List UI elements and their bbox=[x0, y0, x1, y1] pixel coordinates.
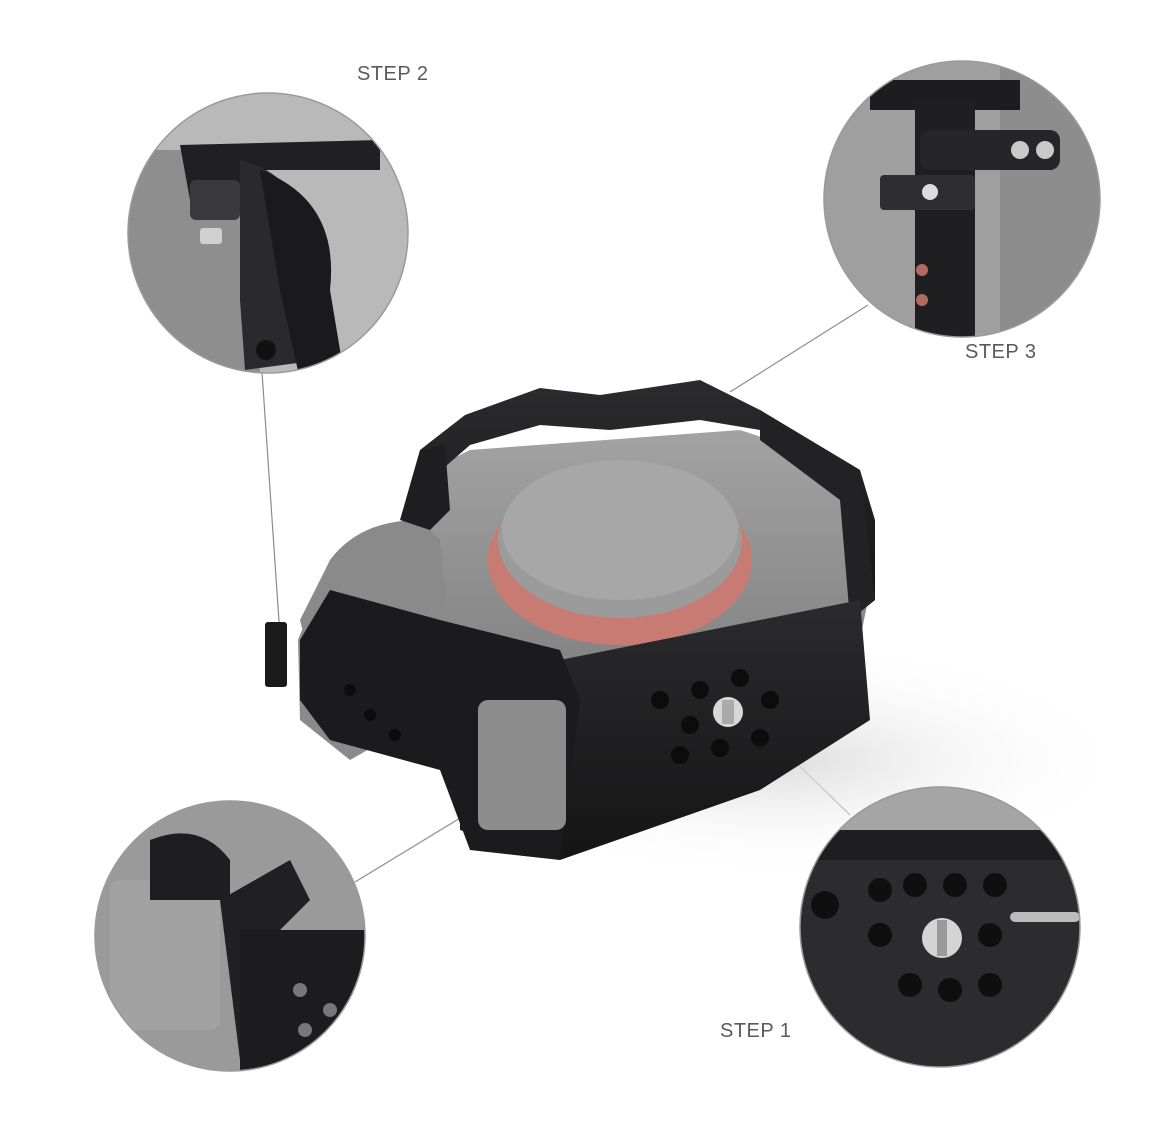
camera-cage-main bbox=[265, 380, 875, 860]
mounting-holes bbox=[344, 669, 779, 764]
step-2-label: STEP 2 bbox=[357, 63, 429, 85]
cage-left-upright bbox=[400, 445, 450, 530]
callout-step-2 bbox=[127, 92, 409, 374]
callout-battery-door bbox=[94, 800, 366, 1072]
step-1-label: STEP 1 bbox=[720, 1020, 792, 1042]
callout-step-1 bbox=[799, 786, 1081, 1068]
cage-right-upright bbox=[760, 410, 875, 620]
step-3-label: STEP 3 bbox=[965, 341, 1037, 363]
callout-step-3 bbox=[823, 60, 1101, 338]
battery-door bbox=[478, 700, 566, 830]
cage-side-clamp bbox=[265, 622, 287, 687]
